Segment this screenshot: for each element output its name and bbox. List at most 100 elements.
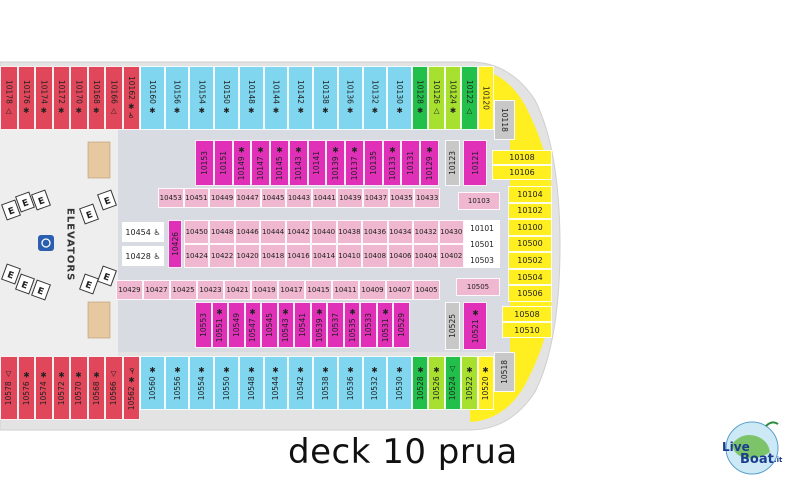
- cabin-pink-row1[interactable]: 10445: [260, 188, 287, 208]
- cabin-top-cyan[interactable]: 10138 ✱: [313, 66, 338, 130]
- cabin-top-cyan[interactable]: 10154 ✱: [189, 66, 215, 130]
- cabin-row-bottom-pink[interactable]: 10429: [116, 280, 143, 300]
- cabin-magenta-upper-right[interactable]: 10121: [463, 140, 487, 186]
- cabin-pink-10505[interactable]: 10505: [456, 278, 500, 296]
- cabin-bottom-magenta[interactable]: 10541: [294, 302, 311, 348]
- cabin-inner-row-b[interactable]: 10418: [260, 244, 286, 268]
- cabin-inner-row-b[interactable]: 10420: [234, 244, 261, 268]
- cabin-top-magenta[interactable]: 10143 ✱: [288, 140, 308, 186]
- cabin-pink-row1[interactable]: 10439: [337, 188, 364, 208]
- cabin-bottom-magenta[interactable]: 10547 ✱: [244, 302, 262, 348]
- cabin-top-red[interactable]: 10168 ✱: [87, 66, 105, 130]
- cabin-bottom-cyan[interactable]: 10542 ✱: [288, 356, 314, 410]
- cabin-yellow-block[interactable]: 10104: [508, 186, 552, 203]
- cabin-row-bottom-pink[interactable]: 10417: [278, 280, 305, 300]
- cabin-yellow-block[interactable]: 10102: [508, 202, 552, 220]
- cabin-bottom-cyan[interactable]: 10538 ✱: [313, 356, 338, 410]
- cabin-inner-row-a[interactable]: 10436: [362, 220, 388, 244]
- cabin-bottom-cyan[interactable]: 10554 ✱: [189, 356, 215, 410]
- cabin-inner-row-b[interactable]: 10424: [184, 244, 210, 268]
- cabin-top-magenta[interactable]: 10139 ✱: [326, 140, 346, 186]
- cabin-pink-10103[interactable]: 10103: [458, 192, 500, 210]
- cabin-yellow-block[interactable]: 10500: [508, 235, 552, 253]
- cabin-bottom-magenta[interactable]: 10543 ✱: [277, 302, 295, 348]
- cabin-inner-row-a[interactable]: 10444: [260, 220, 286, 244]
- cabin-bottom-magenta[interactable]: 10535 ✱: [343, 302, 361, 348]
- cabin-top-colored[interactable]: 10126 △: [428, 66, 445, 130]
- cabin-bottom-colored[interactable]: 10524 △: [444, 356, 462, 410]
- cabin-top-cyan[interactable]: 10160 ✱: [140, 66, 165, 130]
- cabin-top-magenta[interactable]: 10149 ✱: [232, 140, 252, 186]
- cabin-top-cyan[interactable]: 10148 ✱: [238, 66, 264, 130]
- cabin-top-red[interactable]: 10174 ✱: [35, 66, 53, 130]
- cabin-bottom-cyan[interactable]: 10532 ✱: [362, 356, 388, 410]
- cabin-inner-row-a[interactable]: 10430: [438, 220, 464, 244]
- cabin-bottom-magenta[interactable]: 10533: [360, 302, 377, 348]
- cabin-inner-row-a[interactable]: 10438: [336, 220, 363, 244]
- cabin-top-red[interactable]: 10172 ✱: [52, 66, 70, 130]
- cabin-inner-right[interactable]: 10503: [464, 252, 500, 268]
- cabin-bottom-cyan[interactable]: 10550 ✱: [214, 356, 239, 410]
- cabin-pink-row1[interactable]: 10453: [158, 188, 184, 208]
- cabin-bottom-red[interactable]: 10576 ✱: [17, 356, 35, 420]
- cabin-top-magenta[interactable]: 10147 ✱: [251, 140, 271, 186]
- cabin-inner-row-b[interactable]: 10416: [285, 244, 312, 268]
- cabin-top-gray[interactable]: 10118: [494, 100, 515, 140]
- cabin-bottom-red[interactable]: 10578 △: [0, 356, 18, 420]
- cabin-pink-row1[interactable]: 10435: [388, 188, 415, 208]
- cabin-inner-right[interactable]: 10101: [464, 220, 500, 236]
- cabin-bottom-magenta[interactable]: 10531 ✱: [376, 302, 394, 348]
- cabin-inner-row-b[interactable]: 10422: [209, 244, 235, 268]
- cabin-bottom-cyan[interactable]: 10544 ✱: [263, 356, 289, 410]
- cabin-bottom-colored[interactable]: 10520 ✱: [477, 356, 494, 410]
- cabin-bottom-red[interactable]: 10562 ✱♿: [122, 356, 140, 420]
- cabin-bottom-colored[interactable]: 10522 ✱: [461, 356, 478, 410]
- cabin-bottom-red[interactable]: 10574 ✱: [35, 356, 53, 420]
- cabin-top-magenta[interactable]: 10145 ✱: [270, 140, 289, 186]
- cabin-inner-row-a[interactable]: 10448: [209, 220, 235, 244]
- cabin-row-bottom-pink[interactable]: 10411: [332, 280, 359, 300]
- cabin-row-bottom-pink[interactable]: 10409: [359, 280, 386, 300]
- cabin-bottom-magenta[interactable]: 10553: [195, 302, 212, 348]
- cabin-top-magenta[interactable]: 10137 ✱: [345, 140, 364, 186]
- cabin-pink-row1[interactable]: 10447: [234, 188, 261, 208]
- cabin-top-magenta[interactable]: 10153: [195, 140, 214, 186]
- cabin-inner-row-b[interactable]: 10410: [336, 244, 363, 268]
- cabin-inner-right[interactable]: 10501: [464, 236, 500, 252]
- cabin-bottom-cyan[interactable]: 10560 ✱: [140, 356, 165, 410]
- cabin-row-bottom-pink[interactable]: 10407: [386, 280, 413, 300]
- cabin-top-colored[interactable]: 10124 ✱: [444, 66, 462, 130]
- cabin-bottom-magenta[interactable]: 10549: [228, 302, 245, 348]
- cabin-gray-upper-col[interactable]: 10123: [445, 140, 460, 186]
- cabin-bottom-cyan[interactable]: 10536 ✱: [337, 356, 363, 410]
- cabin-row-bottom-pink[interactable]: 10423: [197, 280, 224, 300]
- cabin-row-bottom-pink[interactable]: 10419: [251, 280, 278, 300]
- cabin-top-red[interactable]: 10176 ✱: [17, 66, 35, 130]
- cabin-pink-row1[interactable]: 10441: [311, 188, 338, 208]
- cabin-top-magenta[interactable]: 10135: [363, 140, 383, 186]
- cabin-bottom-gray[interactable]: 10518: [494, 352, 515, 392]
- cabin-top-cyan[interactable]: 10144 ✱: [263, 66, 289, 130]
- cabin-top-cyan[interactable]: 10132 ✱: [362, 66, 388, 130]
- cabin-yellow-block[interactable]: 10504: [508, 268, 552, 286]
- cabin-top-cyan[interactable]: 10136 ✱: [337, 66, 363, 130]
- cabin-bottom-red[interactable]: 10570 ✱: [70, 356, 88, 420]
- cabin-row-bottom-pink[interactable]: 10425: [170, 280, 197, 300]
- cabin-inner-row-a[interactable]: 10446: [234, 220, 261, 244]
- cabin-top-red[interactable]: 10162 ✱♿: [122, 66, 140, 130]
- cabin-top-magenta[interactable]: 10151: [213, 140, 233, 186]
- cabin-row-bottom-pink[interactable]: 10405: [413, 280, 440, 300]
- cabin-bottom-red[interactable]: 10572 ✱: [52, 356, 70, 420]
- cabin-yellow-upper[interactable]: 10106: [492, 165, 552, 180]
- cabin-top-colored[interactable]: 10120: [477, 66, 494, 130]
- cabin-pink-row1[interactable]: 10443: [286, 188, 312, 208]
- cabin-top-red[interactable]: 10178 △: [0, 66, 18, 130]
- cabin-top-red[interactable]: 10170 ✱: [70, 66, 88, 130]
- cabin-bottom-magenta[interactable]: 10545: [261, 302, 278, 348]
- cabin-top-magenta[interactable]: 10133 ✱: [382, 140, 402, 186]
- cabin-inner-row-a[interactable]: 10434: [387, 220, 414, 244]
- cabin-pink-row1[interactable]: 10451: [183, 188, 210, 208]
- cabin-top-cyan[interactable]: 10130 ✱: [387, 66, 412, 130]
- cabin-yellow-upper[interactable]: 10108: [492, 150, 552, 165]
- cabin-top-cyan[interactable]: 10150 ✱: [214, 66, 239, 130]
